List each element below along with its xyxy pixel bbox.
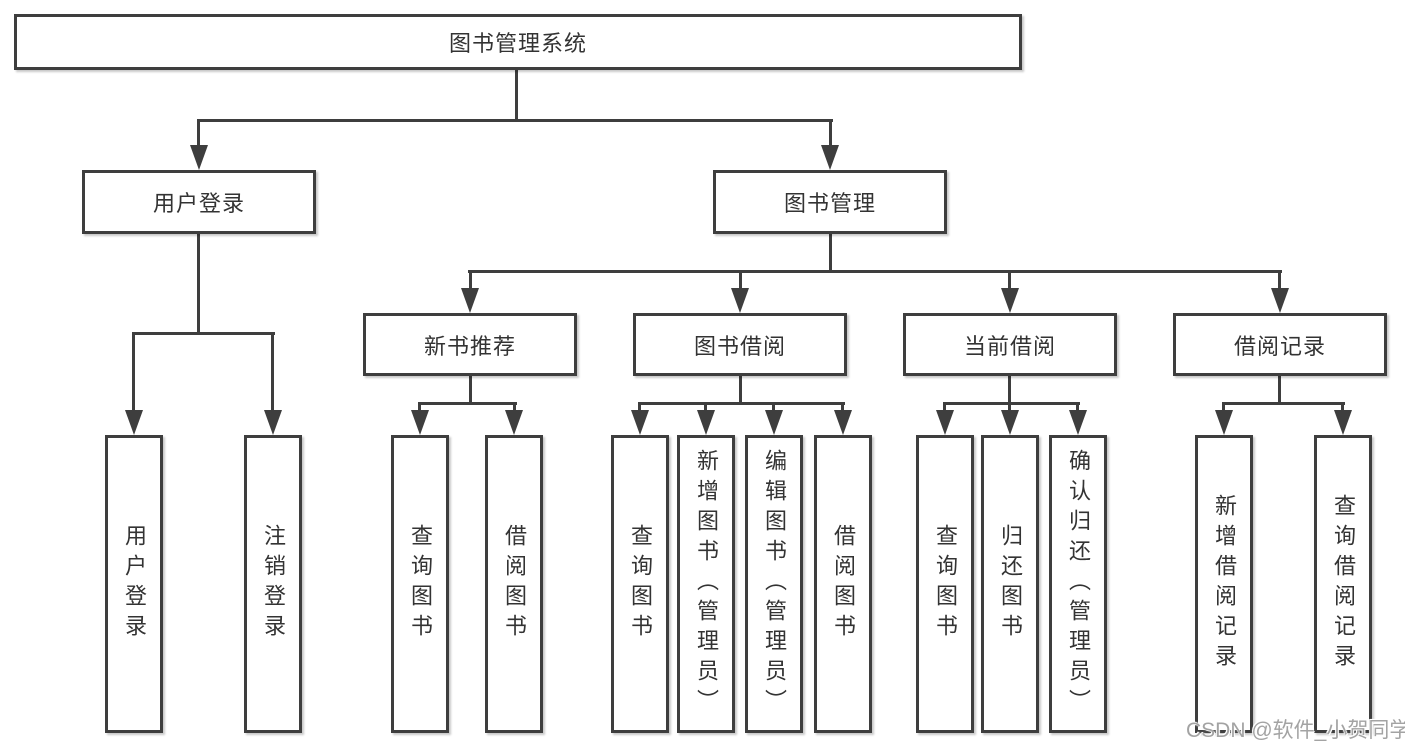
connector-new-book-stub [469, 375, 472, 405]
node-current-borrow: 当前借阅 [903, 313, 1117, 376]
arrowhead-book-management [821, 145, 839, 170]
node-user-login: 用户登录 [82, 170, 316, 234]
connector-drop-book-management [829, 119, 832, 149]
node-new-book-recommend: 新书推荐 [363, 313, 577, 376]
node-book-borrow: 图书借阅 [633, 313, 847, 376]
leaf-confirm-return-admin-label: 确认归还（管理员） [1066, 449, 1091, 719]
connector-drop-br-add [1222, 402, 1225, 412]
arrowhead-br-add [1215, 410, 1233, 435]
connector-drop-user-login [197, 119, 200, 149]
connector-current-borrow-stub [1008, 375, 1011, 405]
arrowhead-nb-query [411, 410, 429, 435]
leaf-query-books-recommend: 查询图书 [391, 435, 449, 733]
connector-drop-bb-query [638, 402, 641, 412]
leaf-edit-books-admin-label: 编辑图书（管理员） [762, 449, 787, 719]
arrowhead-bb-add [697, 410, 715, 435]
arrowhead-nb-borrow [505, 410, 523, 435]
node-borrow-records-label: 借阅记录 [1233, 333, 1326, 359]
arrowhead-leaf-logout [264, 410, 282, 435]
arrowhead-cb-return [1001, 410, 1019, 435]
leaf-borrow-books-recommend: 借阅图书 [485, 435, 543, 733]
leaf-query-books-borrow-label: 查询图书 [628, 524, 653, 644]
leaf-return-books-label: 归还图书 [998, 524, 1023, 644]
arrowhead-book-borrow [731, 288, 749, 313]
node-current-borrow-label: 当前借阅 [963, 333, 1056, 359]
node-root-label: 图书管理系统 [448, 31, 587, 56]
arrowhead-user-login [190, 145, 208, 170]
connector-user-login-stub [197, 233, 200, 335]
leaf-query-books-borrow: 查询图书 [611, 435, 669, 733]
node-book-borrow-label: 图书借阅 [693, 333, 786, 359]
arrowhead-new-book [461, 288, 479, 313]
arrowhead-borrow-records [1271, 288, 1289, 313]
connector-drop-nb-borrow [513, 402, 516, 412]
connector-drop-cb-query [943, 402, 946, 412]
arrowhead-current-borrow [1001, 288, 1019, 313]
leaf-add-books-admin-label: 新增图书（管理员） [694, 449, 719, 719]
node-borrow-records: 借阅记录 [1173, 313, 1387, 376]
node-root-library-system: 图书管理系统 [14, 14, 1022, 70]
connector-book-management-stub [829, 233, 832, 273]
node-book-management-label: 图书管理 [783, 191, 876, 216]
connector-drop-leaf-user-login [132, 332, 135, 410]
node-book-management: 图书管理 [713, 170, 947, 234]
arrowhead-br-query [1334, 410, 1352, 435]
connector-book-borrow-rail [638, 402, 845, 405]
leaf-query-borrow-record-label: 查询借阅记录 [1331, 494, 1356, 674]
leaf-add-borrow-record-label: 新增借阅记录 [1212, 494, 1237, 674]
connector-drop-bb-add [704, 402, 707, 412]
connector-current-borrow-rail [943, 402, 1080, 405]
leaf-query-books-current-label: 查询图书 [933, 524, 958, 644]
leaf-return-books: 归还图书 [981, 435, 1039, 733]
node-user-login-label: 用户登录 [152, 191, 245, 216]
arrowhead-cb-confirm [1069, 410, 1087, 435]
leaf-user-login: 用户登录 [105, 435, 163, 733]
leaf-logout-label: 注销登录 [261, 524, 286, 644]
connector-drop-book-borrow [739, 270, 742, 290]
connector-user-login-rail [132, 332, 275, 335]
leaf-borrow-books-label: 借阅图书 [831, 524, 856, 644]
arrowhead-bb-query [631, 410, 649, 435]
connector-drop-bb-edit [772, 402, 775, 412]
arrowhead-leaf-user-login [125, 410, 143, 435]
leaf-query-books-current: 查询图书 [916, 435, 974, 733]
connector-drop-new-book [469, 270, 472, 290]
leaf-user-login-label: 用户登录 [122, 524, 147, 644]
arrowhead-cb-query [936, 410, 954, 435]
connector-drop-leaf-logout [271, 332, 274, 410]
node-new-book-recommend-label: 新书推荐 [423, 333, 516, 359]
connector-drop-nb-query [418, 402, 421, 412]
connector-level1-rail [197, 119, 833, 122]
connector-level3-rail [468, 270, 1282, 273]
leaf-borrow-books-recommend-label: 借阅图书 [502, 524, 527, 644]
leaf-add-borrow-record: 新增借阅记录 [1195, 435, 1253, 733]
leaf-logout: 注销登录 [244, 435, 302, 733]
connector-root-stub [515, 69, 518, 122]
leaf-query-borrow-record: 查询借阅记录 [1314, 435, 1372, 733]
leaf-confirm-return-admin: 确认归还（管理员） [1049, 435, 1107, 733]
connector-drop-cb-confirm [1076, 402, 1079, 412]
connector-drop-bb-borrow [841, 402, 844, 412]
connector-new-book-rail [418, 402, 517, 405]
leaf-edit-books-admin: 编辑图书（管理员） [745, 435, 803, 733]
connector-drop-cb-return [1008, 402, 1011, 412]
connector-drop-current-borrow [1008, 270, 1011, 290]
arrowhead-bb-edit [765, 410, 783, 435]
leaf-query-books-recommend-label: 查询图书 [408, 524, 433, 644]
connector-borrow-records-rail [1222, 402, 1345, 405]
connector-book-borrow-stub [739, 375, 742, 405]
connector-drop-borrow-records [1278, 270, 1281, 290]
connector-borrow-records-stub [1278, 375, 1281, 405]
leaf-add-books-admin: 新增图书（管理员） [677, 435, 735, 733]
connector-drop-br-query [1341, 402, 1344, 412]
csdn-watermark: CSDN @软件_小贺同学 [1186, 719, 1405, 742]
arrowhead-bb-borrow [834, 410, 852, 435]
leaf-borrow-books: 借阅图书 [814, 435, 872, 733]
